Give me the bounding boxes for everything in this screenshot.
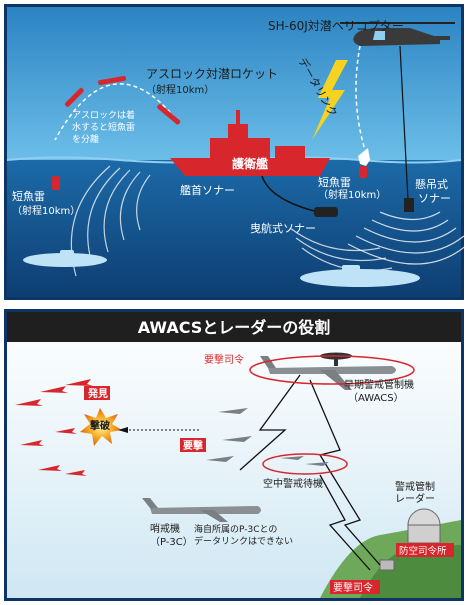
intercept-label: 要撃	[183, 439, 203, 452]
panel-antisub: SH-60J対潜ヘリコプター データリンク アスロック対潜ロケット （射程10k…	[4, 4, 468, 300]
intercept-order-top-bg	[201, 352, 243, 366]
tow-cable	[261, 175, 319, 213]
hill-front	[360, 545, 461, 598]
detect-badge	[84, 386, 110, 400]
short-torpedo-left-label: 短魚雷	[12, 189, 45, 203]
short-torpedo-right-label: 短魚雷	[318, 175, 351, 189]
link-cap-ground	[319, 474, 371, 571]
dipping-sonar-waves	[347, 211, 468, 265]
link-awacs-cap	[239, 374, 301, 471]
cap-label: 空中警戒待機	[263, 477, 323, 490]
short-torpedo-left	[52, 176, 60, 190]
asroc-note-line-1: アスロックは着	[72, 109, 135, 121]
asroc-label: アスロック対潜ロケット	[146, 67, 278, 81]
helicopter	[340, 22, 455, 46]
helicopter-label: SH-60J対潜ヘリコプター	[268, 19, 404, 33]
air-defense-badge	[396, 543, 454, 557]
panel2-title-bar	[7, 312, 461, 342]
dipping-sonar-line-1: 懸吊式	[415, 178, 448, 191]
dipping-cable	[399, 45, 409, 201]
panel-awacs: AWACSとレーダーの役割	[4, 309, 464, 601]
towed-sonar-label: 曳航式ソナー	[250, 221, 316, 235]
asroc-rocket-top	[98, 75, 126, 86]
short-torpedo-right	[359, 166, 367, 178]
asroc-note-line-2: 水すると短魚雷	[72, 121, 135, 133]
datalink-bolt	[312, 60, 348, 140]
asroc-range: （射程10km）	[146, 84, 214, 96]
enemy-planes	[15, 379, 93, 476]
patrol-label: 哨戒機	[150, 522, 180, 535]
short-torpedo-left-range: （射程10km）	[12, 205, 80, 217]
asroc-note-line-3: を分離	[72, 133, 99, 145]
destroy-label: 撃破	[90, 419, 110, 432]
intercept-badge	[180, 438, 206, 452]
asroc-rocket-mid	[157, 104, 181, 125]
radar-label-line-2: レーダー	[395, 492, 435, 505]
towed-sonar-body	[314, 207, 338, 217]
short-torpedo-right-range: （射程10km）	[318, 189, 386, 201]
asroc-trajectory	[54, 83, 176, 141]
missile	[118, 427, 128, 433]
detect-label: 発見	[87, 387, 108, 400]
radar-label-line-1: 警戒管制	[395, 480, 435, 493]
link-awacs-ground	[309, 379, 381, 566]
awacs-orbit	[249, 355, 415, 385]
intercept-order-bottom: 要撃司令	[333, 581, 373, 594]
bow-sonar-label: 艦首ソナー	[180, 183, 235, 197]
radar-station	[379, 508, 441, 571]
patrol-note-line-1: 海自所属のP-3Cとの	[194, 523, 277, 535]
escort-label: 護衛艦	[232, 156, 268, 171]
patrol-sub: （P-3C）	[150, 536, 193, 548]
torpedo-drop-path	[355, 45, 366, 151]
friendly-fighters	[206, 408, 252, 462]
cap-fighters	[280, 456, 329, 466]
escort-ship	[170, 110, 330, 176]
awacs-label: 早期警戒管制機	[344, 378, 414, 391]
air-defense-label: 防空司令所	[399, 545, 447, 557]
patrol-plane	[142, 498, 261, 522]
submarine-right	[300, 265, 420, 287]
splash	[358, 148, 370, 166]
awacs-sub: （AWACS）	[348, 392, 404, 404]
explosion	[80, 408, 122, 446]
cap-orbit	[262, 453, 348, 475]
patrol-note-line-2: データリンクはできない	[194, 535, 293, 547]
asroc-rocket-left	[64, 87, 84, 107]
dipping-sonar-line-2: ソナー	[418, 192, 451, 205]
intercept-order-top: 要撃司令	[204, 353, 244, 366]
intercept-order-bottom-badge	[330, 580, 380, 594]
panel2-title: AWACSとレーダーの役割	[138, 318, 331, 337]
dipping-sonar-body	[404, 198, 414, 212]
submarine-left	[23, 250, 107, 267]
